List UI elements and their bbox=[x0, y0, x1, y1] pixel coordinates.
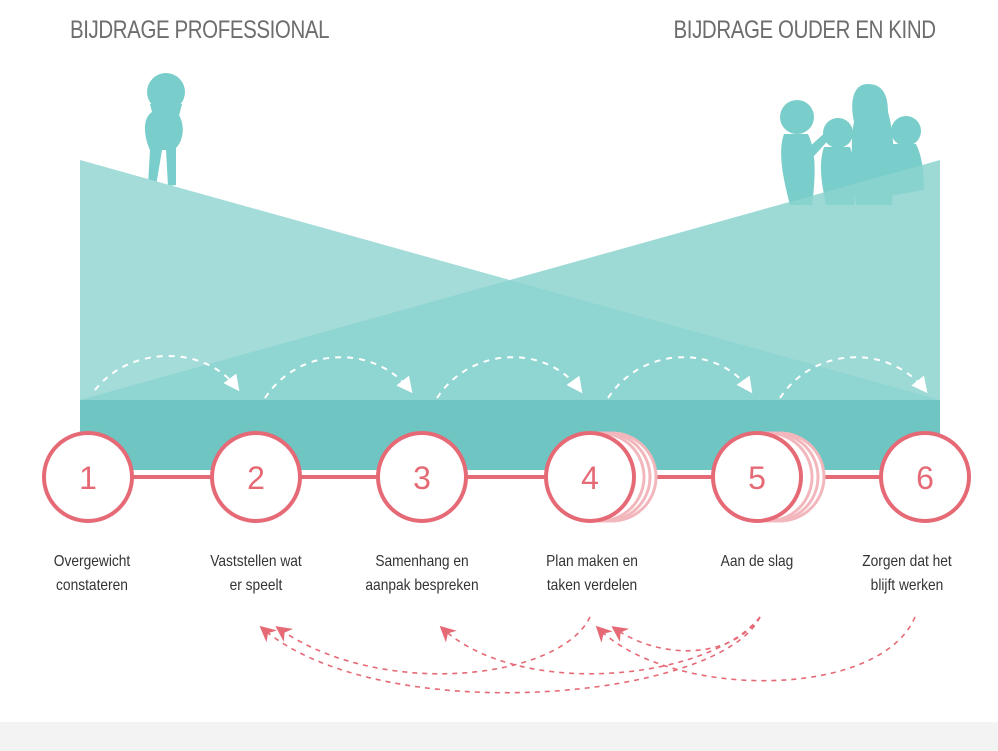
step-number-2: 2 bbox=[247, 460, 265, 496]
heading-parent-child: BIJDRAGE OUDER EN KIND bbox=[673, 16, 936, 44]
professional-figure-icon bbox=[144, 73, 185, 186]
step-label-4: Plan maken en taken verdelen bbox=[546, 553, 638, 594]
step-label-2: Vaststellen wat er speelt bbox=[210, 553, 302, 594]
step-circle-1 bbox=[42, 431, 134, 523]
step-label-6: Zorgen dat het blijft werken bbox=[862, 553, 952, 594]
step-label-5: Aan de slag bbox=[720, 553, 794, 570]
heading-professional: BIJDRAGE PROFESSIONAL bbox=[70, 16, 330, 44]
step-circle-3 bbox=[376, 431, 468, 523]
step-circle-2 bbox=[210, 431, 302, 523]
forward-arrows bbox=[94, 355, 928, 399]
step-number-4: 4 bbox=[581, 460, 599, 496]
step-label-3: Samenhang en aanpak bespreken bbox=[365, 553, 479, 594]
step-circles bbox=[42, 431, 971, 523]
step-number-3: 3 bbox=[413, 460, 431, 496]
step-circle-5 bbox=[711, 431, 803, 523]
bottom-band bbox=[0, 722, 998, 751]
parent-child-contribution-wedge bbox=[80, 160, 940, 470]
step-circle-6 bbox=[879, 431, 971, 523]
step-circle-4 bbox=[544, 431, 636, 523]
step-number-5: 5 bbox=[748, 460, 766, 496]
feedback-arrows bbox=[259, 616, 916, 694]
step-number-6: 6 bbox=[916, 460, 934, 496]
step-label-1: Overgewicht constateren bbox=[53, 553, 131, 594]
step-number-1: 1 bbox=[79, 460, 97, 496]
